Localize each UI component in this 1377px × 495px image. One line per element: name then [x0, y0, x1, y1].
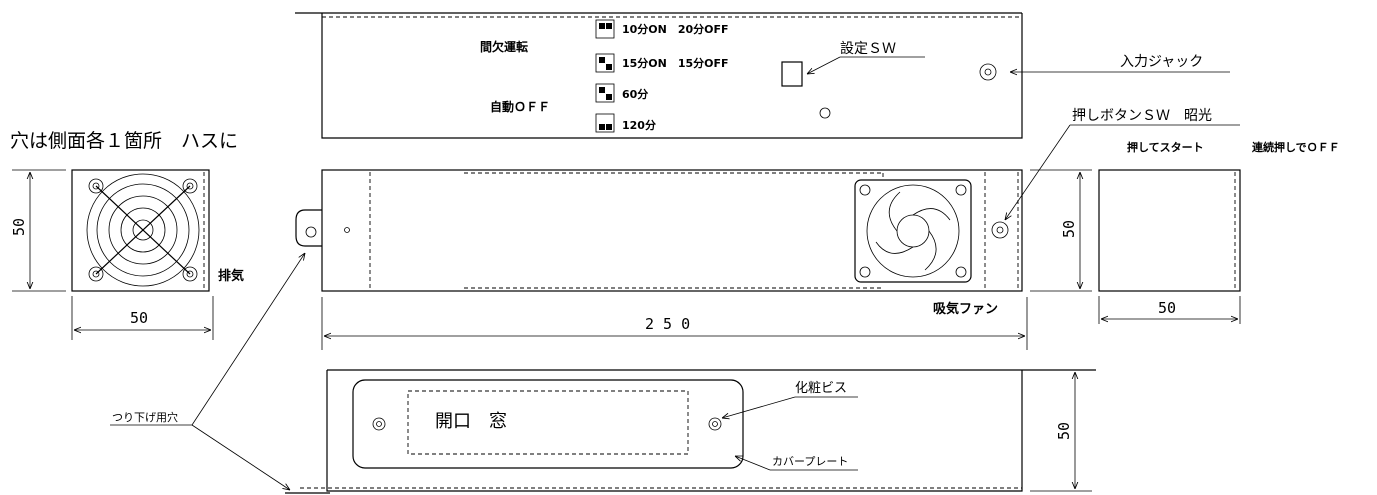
right-height-dim: 50 — [1060, 220, 1078, 238]
option-60min: 60分 — [622, 87, 648, 101]
dip-switch-15min-icon — [595, 53, 615, 73]
input-jack-label: 入力ジャック — [1120, 54, 1203, 70]
setting-sw-label: 設定ＳＷ — [840, 41, 896, 57]
intermittent-label: 間欠運転 — [480, 39, 528, 54]
left-width-dim: 50 — [130, 309, 148, 327]
left-end-view: 50 50 — [10, 169, 214, 340]
press-start-label: 押してスタート — [1127, 140, 1204, 154]
intake-fan-icon — [854, 179, 972, 283]
exhaust-label: 排気 — [218, 268, 244, 284]
dip-switch-60min-icon — [595, 83, 615, 103]
fan-guard-icon — [86, 173, 200, 287]
intake-fan-label: 吸気ファン — [933, 301, 998, 317]
left-height-dim: 50 — [10, 218, 28, 236]
dip-switch-10min-icon — [595, 19, 615, 39]
deco-screw-label: 化粧ビス — [795, 381, 847, 396]
bottom-view: 開口 窓 50 — [285, 369, 1096, 494]
deco-screw-right-icon — [708, 417, 722, 431]
dip-switch-120min-icon — [595, 113, 615, 133]
top-panel-view: 間欠運転 10分ON 20分OFF 15分ON 15分OFF 自動ＯＦＦ 60分… — [295, 12, 1230, 139]
push-button-label: 押しボタンＳＷ 昭光 — [1072, 108, 1212, 124]
length-dim: 2 5 0 — [645, 315, 690, 333]
right-end-view: 50 50 — [1030, 169, 1241, 324]
input-jack-icon — [979, 63, 997, 81]
option-10min: 10分ON 20分OFF — [622, 22, 729, 36]
auto-off-label: 自動ＯＦＦ — [490, 99, 550, 114]
hanging-hole-label: つり下げ用穴 — [112, 410, 178, 424]
cover-plate-label: カバープレート — [772, 455, 848, 468]
push-button-icon — [991, 221, 1009, 239]
continuous-off-label: 連続押しでＯＦＦ — [1252, 140, 1340, 154]
holes-note: 穴は側面各１箇所 ハスに — [10, 130, 238, 152]
opening-window-label: 開口 窓 — [435, 411, 507, 432]
led-hole — [819, 107, 831, 119]
right-width-dim: 50 — [1158, 299, 1176, 317]
setting-switch — [781, 61, 803, 87]
bottom-height-dim: 50 — [1055, 422, 1073, 440]
cover-plate — [352, 379, 744, 469]
option-15min: 15分ON 15分OFF — [622, 56, 729, 70]
deco-screw-left-icon — [372, 417, 386, 431]
option-120min: 120分 — [622, 118, 656, 132]
opening-window — [407, 390, 689, 455]
front-view — [295, 169, 1023, 292]
